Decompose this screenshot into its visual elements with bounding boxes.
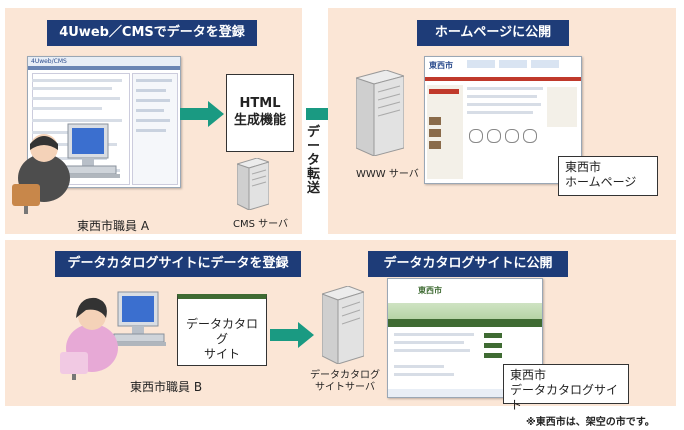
arrow-catalog-to-server xyxy=(270,322,314,348)
staff-a-illustration xyxy=(12,123,120,214)
homepage-callout-line1: 東西市 xyxy=(565,160,602,174)
footnote: ※東西市は、架空の市です。 xyxy=(526,417,655,428)
homepage-screenshot: 東西市 xyxy=(424,56,582,184)
top-right-title: ホームページに公開 xyxy=(417,20,569,46)
catalog-callout: 東西市 データカタログサイト xyxy=(503,364,629,412)
catalog-server-label-line2: サイトサーバ xyxy=(315,382,375,393)
homepage-callout: 東西市 ホームページ xyxy=(558,156,658,196)
catalog-server-label-line1: データカタログ xyxy=(310,370,380,381)
cms-screen-header: 4Uweb/CMS xyxy=(28,57,180,66)
catalog-callout-line1: 東西市 xyxy=(510,368,547,382)
cms-server-label: CMS サーバ xyxy=(233,219,289,230)
homepage-callout-line2: ホームページ xyxy=(565,175,637,189)
html-box-line2: 生成機能 xyxy=(233,113,286,128)
staff-b-illustration xyxy=(60,291,166,380)
data-transfer-label: データ転送 xyxy=(307,125,321,196)
cms-server-icon xyxy=(237,158,269,210)
catalog-site-logo: 東西市 xyxy=(418,286,442,295)
arrow-cms-to-html xyxy=(180,101,224,127)
bottom-left-title: データカタログサイトにデータを登録 xyxy=(55,251,301,277)
www-server-label: WWW サーバ xyxy=(356,169,419,180)
www-server-icon xyxy=(356,70,404,156)
catalog-site-box: データカタログ サイト xyxy=(177,294,267,366)
html-box-line1: HTML xyxy=(239,96,281,111)
catalog-box-line2: サイト xyxy=(203,347,240,361)
cms-screenshot: 4Uweb/CMS xyxy=(27,56,181,188)
html-generation-box: HTML 生成機能 xyxy=(226,74,294,152)
homepage-logo: 東西市 xyxy=(429,61,453,70)
bottom-right-title: データカタログサイトに公開 xyxy=(368,251,568,277)
catalog-box-line1: データカタログ xyxy=(185,317,258,346)
staff-a-label: 東西市職員 A xyxy=(77,219,150,233)
top-left-title: 4Uweb／CMSでデータを登録 xyxy=(47,20,257,46)
catalog-site-screenshot: 東西市 xyxy=(387,278,543,398)
catalog-callout-line2: データカタログサイト xyxy=(510,383,619,412)
staff-b-label: 東西市職員 B xyxy=(130,380,203,394)
catalog-server-icon xyxy=(322,286,364,364)
catalog-server-label: データカタログ サイトサーバ xyxy=(310,370,380,394)
